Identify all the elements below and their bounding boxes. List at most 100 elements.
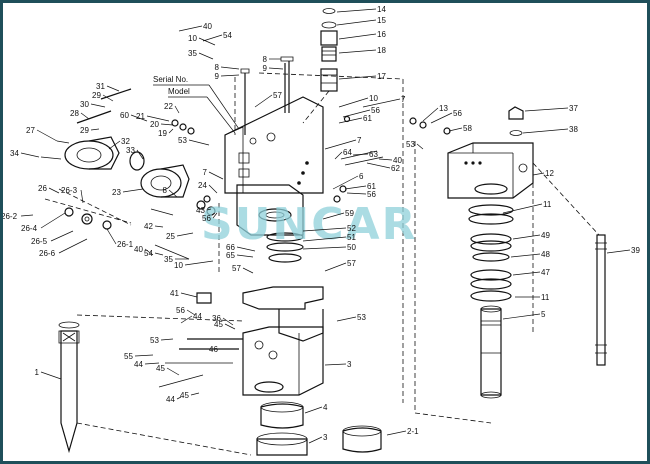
part-number-label: 61 [363,114,372,123]
callout-leader [146,115,170,122]
callout-leader [222,317,234,326]
part-number-label: 10 [188,34,197,43]
callout-leader [40,371,62,380]
head-assembly [40,88,190,198]
callout-leader [144,362,160,365]
callout-leader [242,267,254,274]
part-number-label: 7 [203,168,208,177]
part-number-label: 60 [120,111,129,120]
part-number-label: 26-6 [39,249,56,258]
part-number-label: 4 [323,403,328,412]
part-number-label: 57 [232,264,241,273]
part-number-label: 22 [164,102,173,111]
callout-leader [188,139,210,146]
rods-top [240,56,294,135]
part-number-label: 8 [163,186,168,195]
part-number-label: 51 [347,233,356,242]
part-number-label: 49 [541,231,550,240]
callout-leader [236,246,256,252]
callout-leader [36,129,58,142]
part-number-label: 40 [134,245,143,254]
part-number-label: 10 [174,261,183,270]
callout-leader [190,392,200,396]
callout-leader [166,367,180,376]
callout-leader [80,112,90,120]
part-number-label: 20 [150,120,159,129]
part-number-label: 19 [158,129,167,138]
part-number-label: 56 [202,214,211,223]
part-number-label: 23 [112,188,121,197]
part-number-label: 26 [38,184,47,193]
part-number-label: 43 [196,206,205,215]
callout-leader [154,225,164,228]
callout-leader [134,354,154,357]
callout-leader [254,94,273,108]
part-number-label: 7 [401,95,406,104]
chisel-part [58,314,252,456]
callout-leader [160,123,174,126]
plug-37-38 [508,106,524,136]
callout-leader [338,33,377,40]
part-number-label: 25 [166,232,175,241]
exploded-parts-diagram: Serial No. Model SUNCAR 12-1334567778889… [3,5,640,456]
part-number-label: 48 [541,250,550,259]
callout-leader [224,323,236,330]
callout-leader [220,66,240,70]
part-number-label: 44 [134,360,143,369]
bolts-26 [44,188,190,260]
callout-leader [144,248,154,256]
part-number-label: 13 [439,104,448,113]
cylinder-12 [447,142,534,199]
valve-stack [302,8,338,124]
callout-leader [336,8,377,13]
part-number-label: 1 [35,368,40,377]
ring-stack-50 [266,232,304,263]
part-number-label: 62 [391,164,400,173]
part-number-label: 3 [323,433,328,442]
callout-leader [168,189,178,198]
callout-leader [202,34,223,42]
front-head [158,286,324,396]
part-number-label: 40 [393,156,402,165]
part-number-label: 8 [263,55,268,64]
part-number-label: 31 [96,82,105,91]
callout-labels: 12-1334567778889910101011111213141516171… [3,5,640,444]
bushings [256,401,382,456]
part-number-label: 42 [144,222,153,231]
callout-leader [108,140,121,150]
part-number-label: 28 [70,109,79,118]
part-number-label: 26-1 [117,240,134,249]
part-number-label: 58 [463,124,472,133]
part-number-label: 15 [377,16,386,25]
callout-leader [522,128,569,134]
callout-leader [430,112,453,124]
callout-leader [20,152,40,158]
part-number-label: 57 [347,259,356,268]
callout-leader [336,19,377,26]
callout-leader [178,25,203,32]
part-number-label: 34 [10,149,19,158]
part-number-label: 5 [541,310,546,319]
part-number-label: 7 [357,136,362,145]
part-number-label: 27 [26,126,35,135]
callout-leader [58,238,88,254]
part-number-label: 26-4 [21,224,38,233]
callout-leader [416,143,424,150]
part-number-label: 56 [367,190,376,199]
part-number-label: 2-1 [407,427,419,436]
part-number-label: 65 [226,251,235,260]
part-number-label: 10 [369,94,378,103]
part-number-label: 33 [126,146,135,155]
callout-leader [268,67,284,70]
part-number-label: 3 [347,360,352,369]
callout-leader [512,271,541,276]
callout-leader [160,338,174,341]
callout-leader [80,189,84,204]
callout-leader [50,230,74,242]
part-number-label: 45 [180,391,189,400]
part-number-label: 66 [226,243,235,252]
part-number-label: 11 [543,200,552,209]
callout-leader [20,214,34,217]
callout-leader [422,107,439,122]
